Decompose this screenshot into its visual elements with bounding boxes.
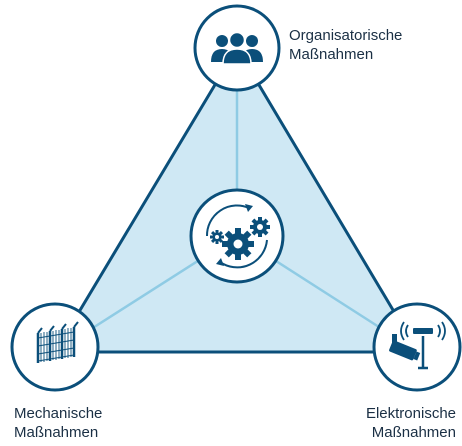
right-node	[372, 302, 462, 392]
left-node	[10, 302, 100, 392]
label-right-line1: Elektronische	[365, 405, 456, 422]
fence-icon	[36, 321, 79, 363]
center-node	[189, 188, 285, 284]
people-group-icon	[211, 31, 263, 65]
top-node	[193, 4, 281, 92]
label-mechanical-measures: Mechanische Maßnahmen	[14, 404, 102, 442]
label-right-line2: Maßnahmen	[371, 424, 456, 441]
label-organisational-measures: Organisatorische Maßnahmen	[289, 26, 402, 64]
cycling-gears-icon	[205, 204, 270, 269]
camera-antenna-icon	[389, 321, 446, 370]
label-top-line2: Maßnahmen	[289, 46, 374, 63]
label-electronic-measures: Elektronische Maßnahmen	[366, 404, 456, 442]
label-left-line2: Maßnahmen	[14, 424, 99, 441]
label-left-line1: Mechanische	[14, 405, 103, 422]
label-top-line1: Organisatorische	[289, 27, 403, 44]
